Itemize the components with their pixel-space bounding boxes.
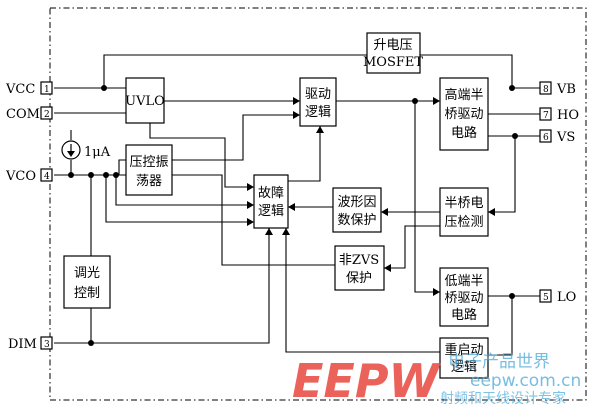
block-low-side-driver: 低端半 桥驱动 电路 bbox=[439, 267, 489, 327]
svg-text:数保护: 数保护 bbox=[337, 213, 376, 228]
pin-vb: 8 VB bbox=[539, 81, 576, 97]
pin-lo: 5 LO bbox=[539, 289, 576, 305]
current-source-label: 1μA bbox=[84, 145, 111, 160]
pin-number: 4 bbox=[44, 172, 50, 182]
svg-text:驱动: 驱动 bbox=[305, 87, 331, 102]
pin-number: 6 bbox=[543, 133, 549, 143]
svg-text:高端半: 高端半 bbox=[444, 87, 483, 103]
block-uvlo: UVLO bbox=[125, 77, 165, 124]
pin-number: 7 bbox=[543, 111, 549, 121]
wires bbox=[54, 54, 540, 356]
pin-com: COM 2 bbox=[6, 106, 53, 122]
svg-text:UVLO: UVLO bbox=[125, 94, 165, 109]
pin-ho: 7 HO bbox=[539, 107, 579, 123]
pin-number: 1 bbox=[44, 85, 50, 95]
svg-text:故障: 故障 bbox=[258, 186, 284, 201]
watermark-brand: EEPW bbox=[292, 354, 442, 407]
svg-text:桥驱动: 桥驱动 bbox=[444, 291, 483, 306]
watermark-tagline: 射频和天线设计专家 bbox=[440, 390, 566, 407]
svg-text:电路: 电路 bbox=[451, 125, 477, 141]
pin-label: VCC bbox=[5, 82, 35, 97]
block-waveform-protection: 波形因 数保护 bbox=[332, 187, 382, 233]
pin-dim: DIM 3 bbox=[8, 336, 53, 352]
svg-text:逻辑: 逻辑 bbox=[451, 360, 477, 375]
junctions bbox=[68, 85, 518, 346]
pin-label: VB bbox=[556, 82, 576, 97]
svg-text:半桥电: 半桥电 bbox=[444, 196, 483, 211]
svg-text:电路: 电路 bbox=[451, 307, 477, 323]
pin-number: 8 bbox=[543, 85, 549, 95]
block-non-zvs-protection: 非ZVS 保护 bbox=[334, 245, 385, 291]
svg-text:波形因: 波形因 bbox=[337, 195, 376, 210]
chip-boundary bbox=[49, 7, 587, 401]
pin-label: HO bbox=[557, 108, 579, 123]
pin-label: COM bbox=[6, 107, 40, 122]
block-dimming-control: 调光 控制 bbox=[63, 255, 111, 309]
block-fault-logic: 故障 逻辑 bbox=[253, 174, 289, 229]
svg-text:压控振: 压控振 bbox=[129, 155, 168, 170]
svg-text:调光: 调光 bbox=[74, 266, 100, 281]
svg-text:荡器: 荡器 bbox=[136, 174, 162, 189]
svg-text:升电压: 升电压 bbox=[373, 38, 412, 53]
svg-text:桥驱动: 桥驱动 bbox=[444, 107, 483, 122]
watermark-url: eepw.com.cn bbox=[470, 371, 581, 391]
svg-text:低端半: 低端半 bbox=[444, 274, 483, 289]
block-drive-logic: 驱动 逻辑 bbox=[299, 77, 337, 127]
pin-label: LO bbox=[557, 290, 576, 305]
pin-label: DIM bbox=[8, 337, 37, 352]
block-restart-logic: 重启动 逻辑 bbox=[439, 337, 489, 379]
block-boost-mosfet: 升电压 MOSFET bbox=[363, 32, 423, 74]
pin-label: VCO bbox=[5, 169, 36, 184]
pin-number: 2 bbox=[44, 110, 50, 120]
svg-text:MOSFET: MOSFET bbox=[363, 55, 423, 70]
svg-text:控制: 控制 bbox=[74, 286, 100, 301]
svg-text:非ZVS: 非ZVS bbox=[339, 253, 379, 268]
svg-text:重启动: 重启动 bbox=[444, 342, 483, 358]
block-half-bridge-detect: 半桥电 压检测 bbox=[439, 187, 489, 237]
eepw-watermark: EEPW 电子产品世界 eepw.com.cn 射频和天线设计专家 bbox=[292, 352, 581, 407]
block-vco: 压控振 荡器 bbox=[125, 144, 173, 196]
svg-text:保护: 保护 bbox=[346, 271, 372, 286]
svg-text:压检测: 压检测 bbox=[444, 215, 483, 230]
arrowheads bbox=[247, 97, 495, 296]
svg-text:逻辑: 逻辑 bbox=[305, 105, 331, 120]
pin-label: VS bbox=[556, 130, 575, 145]
pin-vs: 6 VS bbox=[539, 129, 575, 145]
pin-vcc: VCC 1 bbox=[5, 81, 53, 97]
current-source-icon bbox=[61, 140, 81, 160]
block-high-side-driver: 高端半 桥驱动 电路 bbox=[439, 77, 489, 151]
pin-number: 3 bbox=[44, 340, 50, 350]
watermark-site-cn: 电子产品世界 bbox=[448, 352, 550, 372]
svg-text:逻辑: 逻辑 bbox=[258, 204, 284, 219]
pin-number: 5 bbox=[543, 293, 549, 303]
pin-vco: VCO 4 bbox=[5, 168, 53, 184]
